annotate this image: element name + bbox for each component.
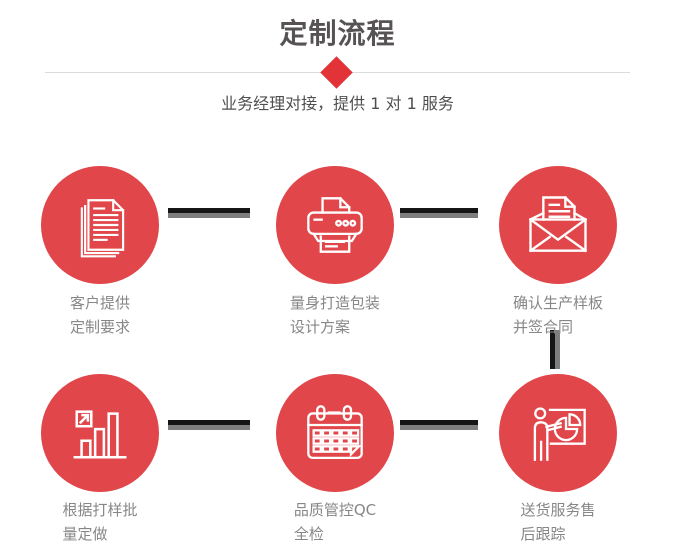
step-label-line: 根据打样批 <box>62 501 138 519</box>
connector-horizontal <box>400 208 478 218</box>
subtitle: 业务经理对接，提供 1 对 1 服务 <box>221 94 454 113</box>
diamond-marker <box>320 56 353 89</box>
step-label-line: 品质管控QC <box>293 501 377 519</box>
step-label-line: 送货服务售 <box>520 501 596 519</box>
step-label-2: 量身打造包装 设计方案 <box>235 291 435 339</box>
step-label-line: 并签合同 <box>512 318 573 336</box>
bar-chart-icon <box>73 410 127 459</box>
printer-icon <box>307 197 363 253</box>
step-circle-6 <box>499 374 617 492</box>
step-circle-1 <box>41 166 159 284</box>
step-label-line: 全检 <box>293 525 324 543</box>
step-label-line: 定制要求 <box>69 318 130 336</box>
step-circle-5 <box>276 374 394 492</box>
step-label-line: 确认生产样板 <box>512 294 603 312</box>
connector-horizontal <box>168 420 250 430</box>
calendar-icon <box>307 405 363 460</box>
step-circle-2 <box>276 166 394 284</box>
step-circle-3 <box>499 166 617 284</box>
step-label-line: 量定做 <box>62 525 108 543</box>
step-label-6: 送货服务售 后跟踪 <box>458 498 658 546</box>
step-label-5: 品质管控QC 全检 <box>235 498 435 546</box>
step-label-line: 设计方案 <box>289 318 350 336</box>
page-title: 定制流程 <box>279 17 396 50</box>
connector-vertical <box>550 330 560 369</box>
step-label-line: 客户提供 <box>69 294 130 312</box>
step-label-line: 量身打造包装 <box>289 294 380 312</box>
step-label-3: 确认生产样板 并签合同 <box>458 291 658 339</box>
envelope-icon <box>528 196 588 253</box>
step-label-1: 客户提供 定制要求 <box>0 291 200 339</box>
connector-horizontal <box>168 208 250 218</box>
documents-icon <box>80 199 125 258</box>
step-label-4: 根据打样批 量定做 <box>0 498 200 546</box>
presentation-icon <box>533 407 586 461</box>
step-label-line: 后跟踪 <box>520 525 566 543</box>
step-circle-4 <box>41 374 159 492</box>
connector-horizontal <box>400 420 478 430</box>
